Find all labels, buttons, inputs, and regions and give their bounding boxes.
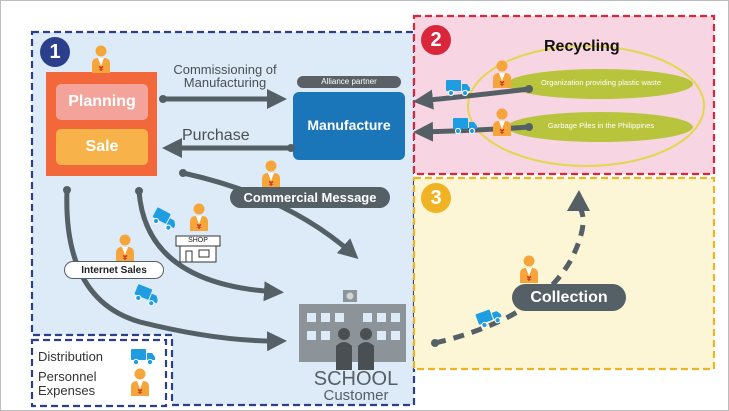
purchase-label: Purchase <box>182 127 250 144</box>
school-label: SCHOOL <box>313 368 399 390</box>
source-1-label: Organization providing plastic waste <box>540 78 662 87</box>
section-number-2: 2 <box>421 25 451 55</box>
customer-label: Customer <box>323 387 389 404</box>
school-building-icon <box>299 290 406 362</box>
shop-arrow <box>136 190 284 302</box>
alliance-partner-label: Alliance partner <box>321 77 377 86</box>
internet-sales-pill: Internet Sales <box>64 261 164 279</box>
source-1-ellipse <box>507 69 693 99</box>
recycle-arrow-1 <box>413 86 530 110</box>
sale-box <box>56 129 148 165</box>
collection-pill: Collection <box>512 284 626 311</box>
legend-distribution-label: Distribution <box>38 349 104 364</box>
section-3-panel <box>412 176 716 371</box>
internet-sales-arrow <box>64 189 287 352</box>
source-2-ellipse <box>507 112 693 142</box>
manufacture-label: Manufacture <box>307 117 391 133</box>
students-icon <box>336 328 374 370</box>
section-number-3: 3 <box>421 183 451 213</box>
collection-arrowhead <box>567 190 590 211</box>
sale-label: Sale <box>85 138 119 155</box>
shop-label: SHOP <box>188 237 208 244</box>
recycling-title: Recycling <box>544 38 620 55</box>
commissioning-label: Commissioning of Manufacturing <box>173 62 277 90</box>
planning-box <box>56 84 148 120</box>
commercial-message-pill: Commercial Message <box>230 187 390 208</box>
source-2-label: Garbage Piles in the Philippines <box>547 121 655 130</box>
manufacture-box <box>293 92 405 160</box>
alliance-partner-badge <box>297 76 401 88</box>
shop-icon <box>175 235 221 263</box>
collection-arrow <box>434 208 586 346</box>
planning-label: Planning <box>68 93 136 110</box>
legend-personnel-label: Personnel Expenses <box>38 369 97 398</box>
section-number-1: 1 <box>40 37 70 67</box>
recycling-circle <box>467 45 705 167</box>
